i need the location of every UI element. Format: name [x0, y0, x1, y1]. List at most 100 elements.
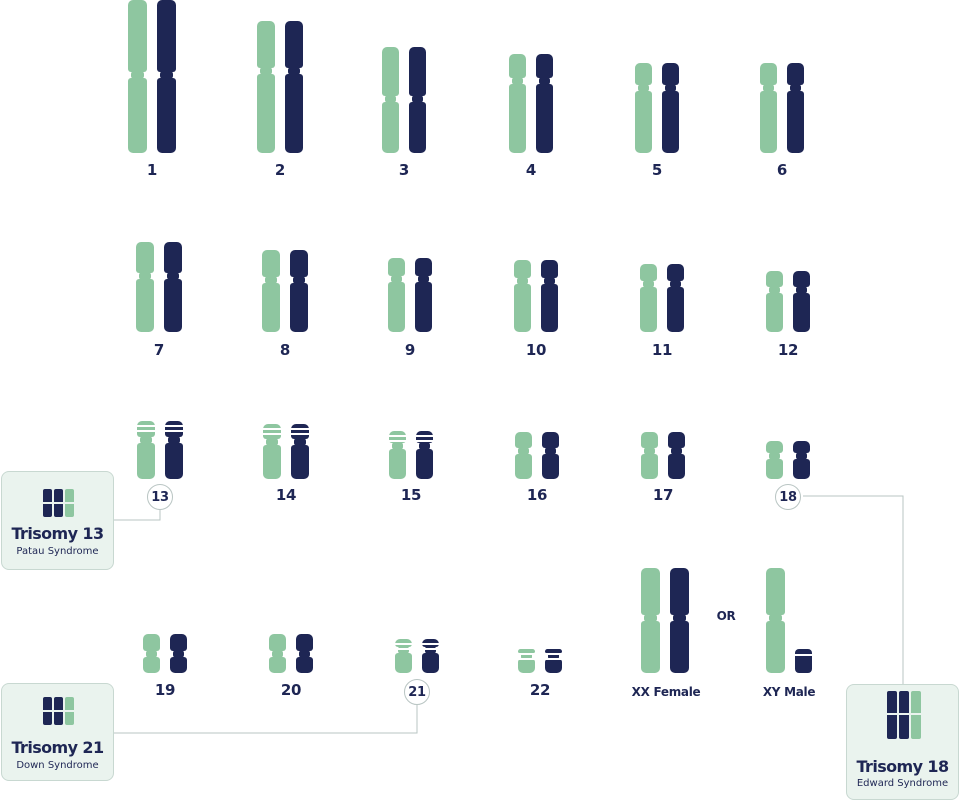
chromosome-2-paternal-arm-q — [285, 74, 303, 153]
chromosome-20-paternal-centromere — [299, 650, 310, 658]
chromosome-label-19: 19 — [154, 681, 176, 699]
trisomy-18-icon-chromosome — [910, 691, 921, 739]
chromosome-4-paternal-arm-q — [536, 84, 553, 153]
chromosome-8-paternal-centromere — [293, 276, 305, 284]
chromosome-5-paternal-centromere — [665, 84, 676, 92]
chromosome-13-paternal-arm-q — [165, 443, 183, 479]
chromosome-19-paternal-centromere — [173, 650, 184, 658]
chromosome-14-maternal-centromere — [266, 438, 278, 446]
chromosome-12-maternal-arm-p — [766, 271, 783, 287]
chromosome-14-paternal-band — [290, 433, 310, 435]
chromosome-6-paternal-arm-p — [787, 63, 804, 85]
chromosome-1-maternal-centromere — [131, 71, 144, 79]
chromosome-14-maternal-arm-q — [263, 445, 281, 479]
chromosome-14-maternal-band — [262, 428, 282, 430]
chromosome-13-maternal-centromere — [140, 436, 152, 444]
chromosome-12-maternal-arm-q — [766, 293, 783, 332]
chromosome-15-paternal-arm-q — [416, 449, 433, 479]
chromosome-18-maternal-centromere — [769, 452, 780, 460]
chromosome-label-1: 1 — [146, 161, 158, 179]
x-chromosome-female-2-arm-p — [670, 568, 689, 615]
chromosome-13-paternal-arm-p — [165, 421, 183, 437]
chromosome-label-7: 7 — [153, 341, 165, 359]
chromosome-6-maternal-arm-q — [760, 91, 777, 153]
chromosome-12-paternal-arm-p — [793, 271, 810, 287]
chromosome-15-paternal-centromere — [419, 442, 430, 450]
chromosome-11-maternal-arm-q — [640, 287, 657, 332]
chromosome-21-paternal-arm-q — [422, 653, 439, 673]
chromosome-22-maternal-band — [517, 658, 536, 660]
chromosome-21-maternal-band — [394, 648, 413, 650]
chromosome-label-21: 21 — [404, 679, 430, 705]
or-label: OR — [716, 609, 736, 623]
chromosome-10-paternal-centromere — [544, 277, 555, 285]
chromosome-2-paternal-centromere — [288, 67, 300, 75]
chromosome-18-maternal-arm-q — [766, 459, 783, 479]
chromosome-15-paternal-band — [415, 435, 434, 437]
chromosome-14-maternal-arm-p — [263, 424, 281, 439]
chromosome-14-paternal-arm-p — [291, 424, 309, 439]
chromosome-16-maternal-centromere — [518, 447, 529, 455]
chromosome-label-11: 11 — [651, 341, 673, 359]
trisomy-18-icon-centromere — [910, 712, 921, 715]
chromosome-13-paternal-centromere — [168, 436, 180, 444]
x-chromosome-male-arm-p — [766, 568, 785, 615]
chromosome-11-maternal-centromere — [643, 280, 654, 288]
x-chromosome-male-arm-q — [766, 621, 785, 673]
chromosome-5-paternal-arm-p — [662, 63, 679, 85]
chromosome-3-maternal-arm-p — [382, 47, 399, 96]
chromosome-6-maternal-centromere — [763, 84, 774, 92]
chromosome-17-paternal-arm-p — [668, 432, 685, 448]
chromosome-7-paternal-centromere — [167, 272, 179, 280]
chromosome-16-maternal-arm-q — [515, 454, 532, 479]
x-chromosome-male-centromere — [769, 614, 782, 622]
chromosome-22-maternal-centromere — [521, 652, 532, 660]
chromosome-13-maternal-band — [136, 425, 156, 427]
chromosome-5-maternal-centromere — [638, 84, 649, 92]
chromosome-13-maternal-band — [136, 430, 156, 432]
chromosome-5-maternal-arm-q — [635, 91, 652, 153]
x-chromosome-female-1-arm-p — [641, 568, 660, 615]
chromosome-18-paternal-arm-q — [793, 459, 810, 479]
chromosome-22-maternal-band — [517, 653, 536, 655]
connector-13 — [114, 508, 161, 521]
x-chromosome-female-1-centromere — [644, 614, 657, 622]
chromosome-10-maternal-arm-q — [514, 284, 531, 332]
xy-male-label: XY Male — [762, 685, 816, 699]
chromosome-2-maternal-arm-p — [257, 21, 275, 68]
y-chromosome-male — [795, 649, 812, 673]
chromosome-label-13: 13 — [147, 484, 173, 510]
trisomy-21-icon-centromere — [43, 709, 52, 712]
chromosome-label-12: 12 — [777, 341, 799, 359]
chromosome-label-8: 8 — [279, 341, 291, 359]
chromosome-14-paternal-band — [290, 428, 310, 430]
chromosome-13-paternal-band — [164, 425, 184, 427]
y-chromosome-centromere — [794, 654, 813, 656]
trisomy-21-subtitle: Down Syndrome — [16, 760, 99, 771]
chromosome-20-maternal-centromere — [272, 650, 283, 658]
chromosome-8-maternal-arm-q — [262, 283, 280, 332]
chromosome-14-paternal-centromere — [294, 438, 306, 446]
chromosome-15-maternal-arm-q — [389, 449, 406, 479]
chromosome-label-4: 4 — [525, 161, 537, 179]
x-chromosome-female-2-centromere — [673, 614, 686, 622]
chromosome-12-maternal-centromere — [769, 286, 780, 294]
chromosome-7-maternal-centromere — [139, 272, 151, 280]
chromosome-1-paternal-arm-q — [157, 78, 176, 153]
chromosome-11-paternal-centromere — [670, 280, 681, 288]
chromosome-17-maternal-arm-p — [641, 432, 658, 448]
chromosome-21-maternal-centromere — [398, 646, 409, 654]
chromosome-21-maternal-band — [394, 643, 413, 645]
chromosome-8-maternal-arm-p — [262, 250, 280, 277]
chromosome-label-6: 6 — [776, 161, 788, 179]
chromosome-21-maternal-arm-q — [395, 653, 412, 673]
chromosome-1-paternal-centromere — [160, 71, 173, 79]
chromosome-2-maternal-centromere — [260, 67, 272, 75]
chromosome-6-paternal-centromere — [790, 84, 801, 92]
chromosome-20-maternal-arm-p — [269, 634, 286, 651]
chromosome-5-paternal-arm-q — [662, 91, 679, 153]
chromosome-16-maternal-arm-p — [515, 432, 532, 448]
chromosome-12-paternal-arm-q — [793, 293, 810, 332]
chromosome-3-paternal-arm-p — [409, 47, 426, 96]
